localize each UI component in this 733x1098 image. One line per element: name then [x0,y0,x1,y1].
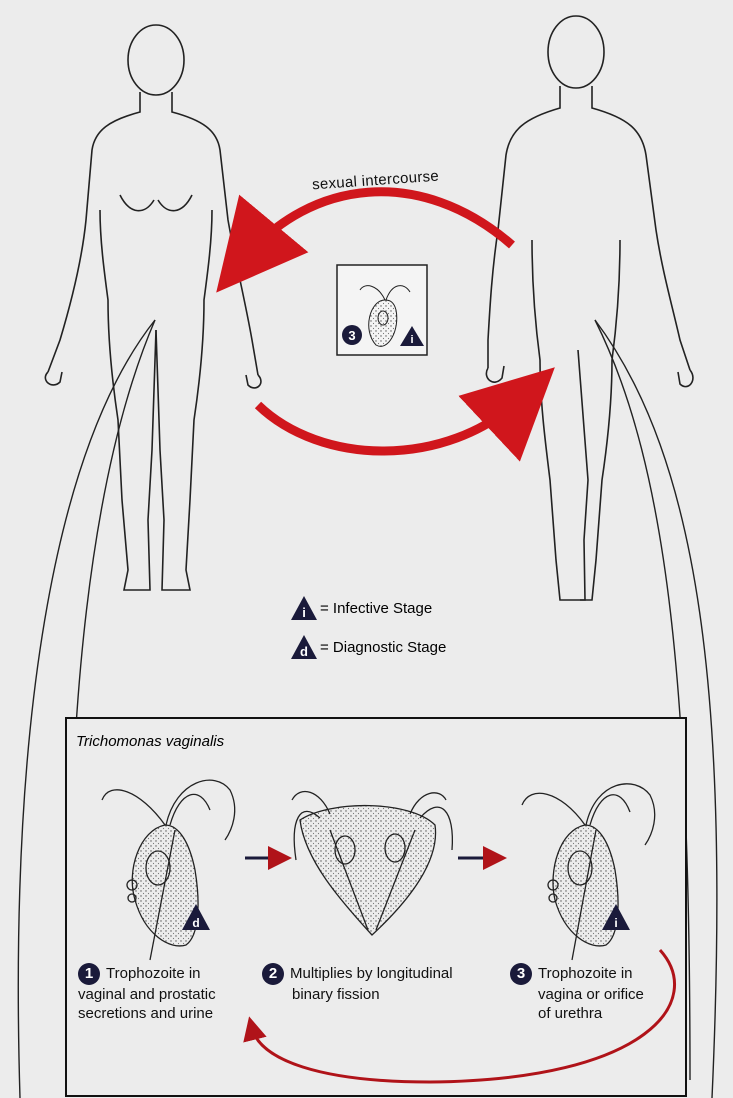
stage-3-number: 3 [510,963,532,985]
inset-infective-symbol: i [410,334,413,346]
inset-number: 3 [348,328,355,343]
transmission-arrow-top [245,192,512,258]
legend-infective: i = Infective Stage [290,595,432,621]
stage-3-line-1: Trophozoite in [538,965,633,982]
stage-1-line-2: vaginal and prostatic [78,985,216,1004]
organism-name: Trichomonas vaginalis [76,733,224,750]
svg-text:i: i [302,605,306,620]
stage-3-infective-symbol: i [614,916,617,930]
stage-3-line-2: vagina or orifice [510,985,644,1004]
legend-diagnostic-text: = Diagnostic Stage [320,639,446,656]
stage-1-line-1: Trophozoite in [106,965,201,982]
female-figure [45,25,261,590]
central-inset: 3 i [337,265,427,355]
transmission-arrow-bottom [258,398,522,451]
stage-1-caption: 1 Trophozoite in vaginal and prostatic se… [78,963,216,1023]
legend-infective-text: = Infective Stage [320,600,432,617]
legend-diagnostic: d = Diagnostic Stage [290,634,446,660]
stage-2-caption: 2 Multiplies by longitudinal binary fissi… [262,963,453,1004]
infective-triangle-icon: i [290,595,318,621]
male-figure [486,16,693,600]
stage-2-line-1: Multiplies by longitudinal [290,965,453,982]
svg-text:d: d [300,644,308,659]
stage-2-number: 2 [262,963,284,985]
diagnostic-triangle-icon: d [290,634,318,660]
stage-1-number: 1 [78,963,100,985]
stage-1-line-3: secretions and urine [78,1004,216,1023]
stage-3-caption: 3 Trophozoite in vagina or orifice of ure… [510,963,644,1023]
stage-2-line-2: binary fission [262,985,453,1004]
stage-3-line-3: of urethra [510,1004,644,1023]
stage-1-diagnostic-symbol: d [192,916,199,930]
